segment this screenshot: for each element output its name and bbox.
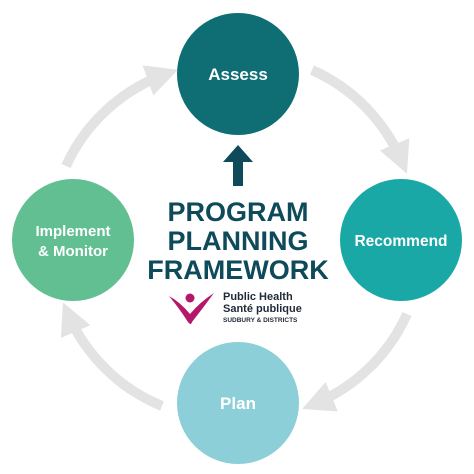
node-plan-label: Plan	[220, 394, 256, 413]
logo-line-sante-publique: Santé publique	[223, 303, 302, 315]
up-arrow-head	[223, 145, 253, 162]
node-implement-circle	[12, 179, 134, 301]
node-recommend-circle	[340, 179, 462, 301]
person-with-arms-up-icon	[169, 293, 214, 324]
node-plan-circle	[177, 342, 299, 464]
node-recommend-label: Recommend	[354, 233, 447, 250]
node-implement-label-line1: Implement	[35, 223, 110, 240]
node-assess: Assess	[177, 13, 299, 135]
center-title: PROGRAM PLANNING FRAMEWORK	[147, 197, 329, 285]
center-title-line2: PLANNING	[168, 226, 309, 256]
node-recommend: Recommend	[340, 179, 462, 301]
center-title-line3: FRAMEWORK	[147, 255, 329, 285]
up-arrow-shaft	[233, 160, 243, 186]
cycle-arrow-assess-to-recommend	[309, 65, 410, 174]
cycle-arrow-recommend-to-plan	[302, 311, 412, 412]
cycle-arrow-plan-to-implement	[60, 302, 164, 411]
node-implement-label-line2: & Monitor	[38, 243, 108, 260]
public-health-logo: Public Health Santé publique SUDBURY & D…	[169, 291, 302, 324]
node-implement-monitor: Implement & Monitor	[12, 179, 134, 301]
logo-line-sudbury-districts: SUDBURY & DISTRICTS	[223, 317, 298, 324]
up-arrow-to-assess	[223, 145, 253, 186]
node-assess-label: Assess	[208, 65, 268, 84]
cycle-arrow-implement-to-assess	[61, 65, 179, 169]
node-assess-circle	[177, 13, 299, 135]
center-title-line1: PROGRAM	[168, 197, 309, 227]
logo-line-public-health: Public Health	[223, 291, 293, 303]
node-plan: Plan	[177, 342, 299, 464]
